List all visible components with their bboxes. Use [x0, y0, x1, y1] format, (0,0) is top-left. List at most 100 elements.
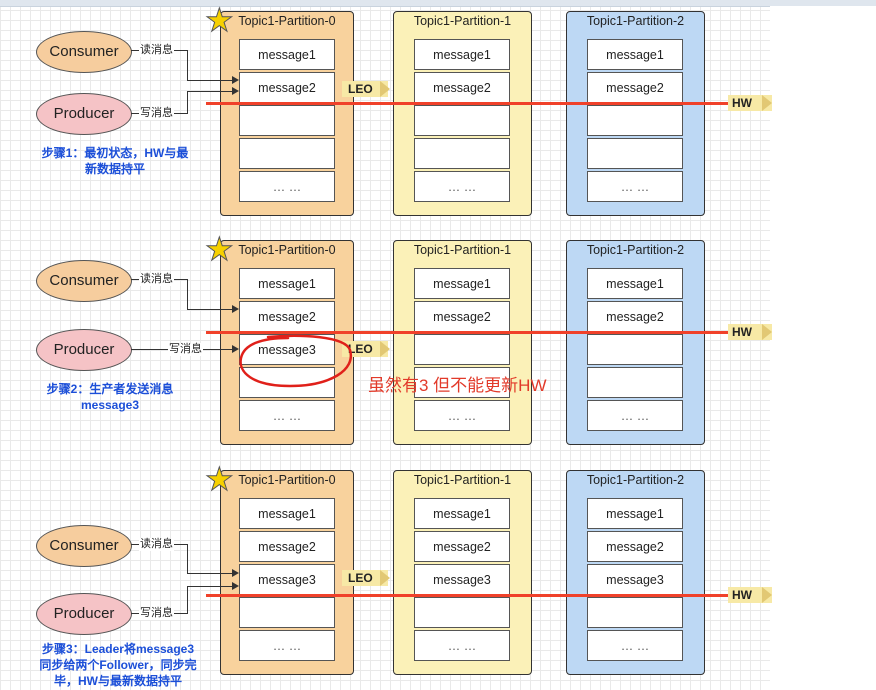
- hw-tag: HW: [728, 587, 772, 603]
- arrow-head: [232, 305, 239, 313]
- message-cell: [587, 367, 683, 398]
- star-icon: ★: [205, 231, 235, 267]
- tag-fold: [380, 341, 390, 357]
- partition-title: Topic1-Partition-2: [586, 14, 685, 28]
- partition-1-box: Topic1-Partition-1 message1 message2 … …: [393, 11, 532, 216]
- message-cell: message2: [587, 531, 683, 562]
- message-cell: message3: [414, 564, 510, 595]
- step-line: 步骤3：Leader将message3: [41, 642, 195, 656]
- leo-tag: LEO: [342, 81, 388, 97]
- message-cell: message1: [587, 498, 683, 529]
- read-connector: [187, 544, 188, 573]
- message-cell: [414, 334, 510, 365]
- step-line: 毕，HW与最新数据持平: [54, 674, 182, 688]
- read-connector: [187, 279, 188, 309]
- hw-line: [206, 594, 732, 597]
- partition-title: Topic1-Partition-0: [238, 14, 336, 28]
- read-connector: [187, 80, 233, 81]
- message-cell: [587, 334, 683, 365]
- leo-tag: LEO: [342, 570, 388, 586]
- message-cell: message2: [414, 301, 510, 332]
- write-label: 写消息: [139, 107, 174, 120]
- message-cell: message1: [414, 268, 510, 299]
- step-line: 步骤1：最初状态，HW与最: [41, 146, 189, 160]
- message-cell: message2: [587, 72, 683, 103]
- partition-title: Topic1-Partition-2: [586, 243, 685, 257]
- partition-1-box: Topic1-Partition-1 message1 message2 mes…: [393, 470, 532, 675]
- message-cell: message1: [414, 39, 510, 70]
- message-cell: [414, 597, 510, 628]
- arrow-head: [232, 76, 239, 84]
- partition-title: Topic1-Partition-1: [413, 14, 512, 28]
- consumer-node: Consumer: [36, 31, 132, 73]
- hw-line: [206, 102, 732, 105]
- consumer-node: Consumer: [36, 260, 132, 302]
- step-line: 步骤2：生产者发送消息: [46, 382, 174, 396]
- step-description: 步骤1：最初状态，HW与最 新数据持平: [20, 145, 210, 177]
- step-description: 步骤2：生产者发送消息 message3: [20, 381, 200, 413]
- step-line: 新数据持平: [84, 162, 145, 176]
- message-cell: message1: [587, 39, 683, 70]
- partition-0-box: Topic1-Partition-0 message1 message2 mes…: [220, 240, 354, 445]
- partition-title: Topic1-Partition-1: [413, 243, 512, 257]
- tag-fold: [762, 95, 772, 111]
- message-cell: message2: [239, 531, 335, 562]
- message-cell: … …: [239, 171, 335, 202]
- hw-tag: HW: [728, 95, 772, 111]
- read-label: 读消息: [139, 273, 174, 286]
- message-cell: … …: [239, 630, 335, 661]
- message-cell: [587, 597, 683, 628]
- message-cell: message1: [587, 268, 683, 299]
- producer-node: Producer: [36, 93, 132, 135]
- hw-line: [206, 331, 732, 334]
- message-cell: … …: [587, 630, 683, 661]
- read-connector: [187, 50, 188, 80]
- tag-fold: [380, 570, 390, 586]
- tag-fold: [762, 324, 772, 340]
- message-cell: … …: [587, 171, 683, 202]
- message-cell: [587, 138, 683, 169]
- producer-node: Producer: [36, 329, 132, 371]
- message-cell: … …: [414, 171, 510, 202]
- read-label: 读消息: [139, 538, 174, 551]
- window-top-bar: [0, 0, 876, 7]
- partition-1-box: Topic1-Partition-1 message1 message2 … …: [393, 240, 532, 445]
- consumer-node: Consumer: [36, 525, 132, 567]
- arrow-head: [232, 569, 239, 577]
- message-cell: [587, 105, 683, 136]
- message-cell: [239, 597, 335, 628]
- arrow-head: [232, 87, 239, 95]
- message-cell: [239, 105, 335, 136]
- partition-0-box: Topic1-Partition-0 message1 message2 mes…: [220, 470, 354, 675]
- message-cell: … …: [414, 400, 510, 431]
- producer-node: Producer: [36, 593, 132, 635]
- message-cell: message1: [239, 498, 335, 529]
- message-cell: message2: [414, 531, 510, 562]
- partition-2-box: Topic1-Partition-2 message1 message2 mes…: [566, 470, 705, 675]
- handwritten-annotation: 虽然有3 但不能更新HW: [368, 376, 547, 395]
- tag-fold: [380, 81, 390, 97]
- write-label: 写消息: [139, 607, 174, 620]
- message-cell: message2: [587, 301, 683, 332]
- arrow-head: [232, 345, 239, 353]
- write-label: 写消息: [168, 343, 203, 356]
- partition-title: Topic1-Partition-2: [586, 473, 685, 487]
- star-icon: ★: [205, 2, 235, 38]
- hw-tag: HW: [728, 324, 772, 340]
- message-cell: [239, 138, 335, 169]
- message-cell: … …: [239, 400, 335, 431]
- read-connector: [187, 309, 233, 310]
- message-cell: [239, 367, 335, 398]
- step-description: 步骤3：Leader将message3 同步给两个Follower，同步完 毕，…: [18, 641, 218, 689]
- write-connector: [187, 586, 233, 587]
- message-cell: message1: [239, 39, 335, 70]
- message-cell: message1: [414, 498, 510, 529]
- read-connector: [187, 573, 233, 574]
- write-connector: [187, 91, 233, 92]
- message-cell: [414, 367, 510, 398]
- message-cell: [414, 138, 510, 169]
- step-line: 同步给两个Follower，同步完: [39, 658, 197, 672]
- message-cell: … …: [587, 400, 683, 431]
- message-cell: … …: [414, 630, 510, 661]
